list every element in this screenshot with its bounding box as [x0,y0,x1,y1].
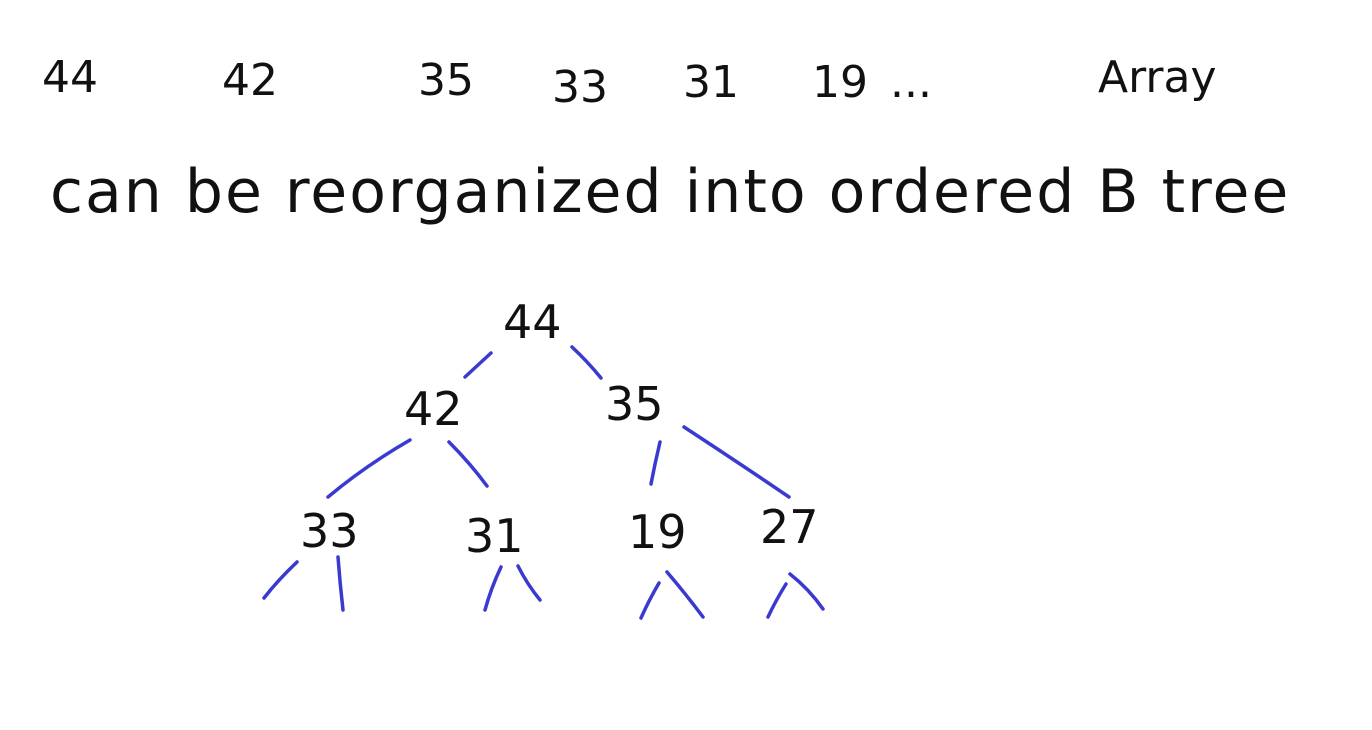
edge-27-left [766,582,788,619]
edge-31-left [483,565,503,612]
edge-42-31 [447,440,489,488]
edge-root-left [463,351,493,379]
array-ellipsis: ... [890,57,932,108]
edge-35-19 [649,440,662,486]
array-value-6: 19 [812,57,868,108]
edge-33-left [262,560,299,600]
array-row: 44 42 35 33 31 19 ... Array [42,52,1217,113]
array-label: Array [1098,52,1217,103]
tree-nodes: 44 42 35 33 31 19 27 [300,295,819,563]
edge-33-right [336,555,345,612]
edge-31-right [516,564,542,602]
array-value-3: 35 [418,55,474,106]
array-value-4: 33 [552,62,608,113]
tree-node-l1-left: 42 [404,382,463,436]
tree-node-l1-right: 35 [605,377,664,431]
edge-35-27 [682,425,791,499]
edge-27-right [788,572,825,611]
edge-root-right [570,345,603,380]
tree-node-l2-4: 27 [760,500,819,554]
tree-node-l2-2: 31 [465,509,524,563]
edge-19-right [665,570,705,619]
edge-42-33 [326,438,412,499]
tree-node-root: 44 [503,295,562,349]
array-value-2: 42 [222,55,278,106]
tree-node-l2-1: 33 [300,504,359,558]
array-value-5: 31 [683,57,739,108]
tree-node-l2-3: 19 [628,505,687,559]
tree-edges [262,345,825,620]
edge-19-left [639,581,661,620]
caption-text: can be reorganized into ordered B tree [50,157,1290,227]
array-value-1: 44 [42,52,98,103]
